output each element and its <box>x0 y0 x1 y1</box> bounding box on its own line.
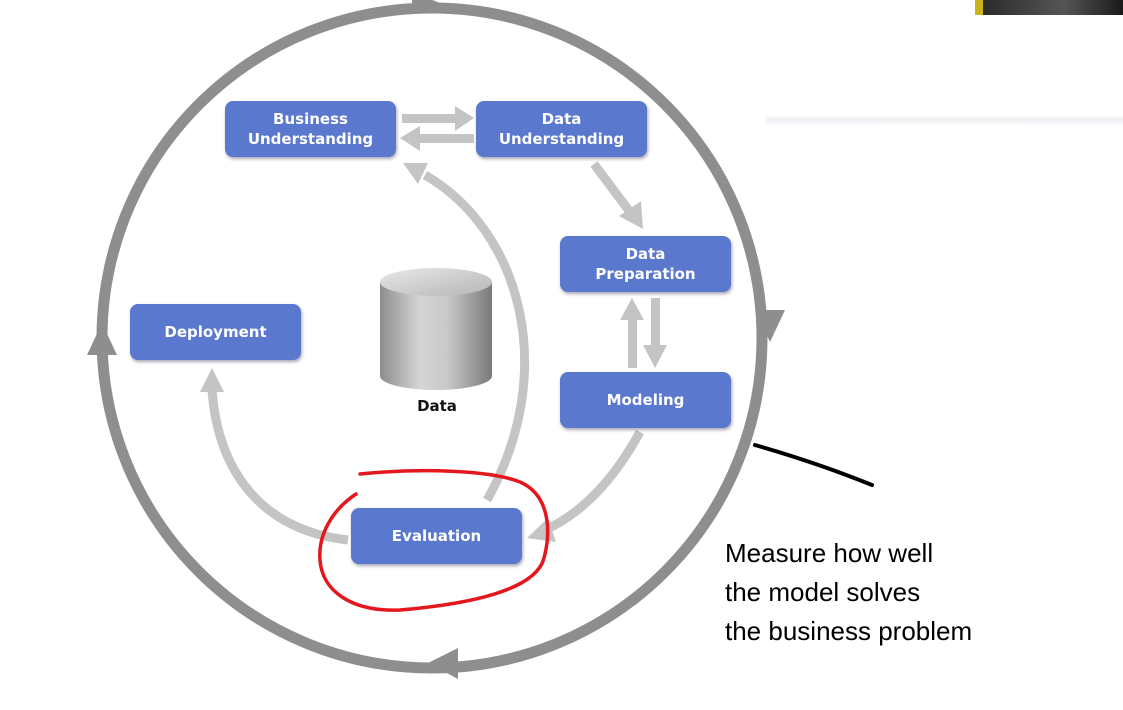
arrow-du-to-dp-icon <box>590 161 643 229</box>
data-store-label: Data <box>417 397 457 415</box>
outer-cycle-ring <box>87 0 785 679</box>
phase-data-preparation-line1: Data <box>625 245 666 263</box>
arrow-dp-to-modeling-icon <box>643 298 667 368</box>
phase-business-understanding-line1: Business <box>273 110 348 128</box>
phase-deployment-label: Deployment <box>164 323 267 341</box>
ring-arrow-left-icon <box>87 323 117 355</box>
phase-modeling[interactable]: Modeling <box>560 372 731 428</box>
annotation-line-1: Measure how well <box>725 538 934 568</box>
phase-business-understanding-line2: Understanding <box>247 130 374 148</box>
phase-data-understanding[interactable]: Data Understanding <box>476 101 647 157</box>
arrow-evaluation-to-bu-icon <box>403 163 529 503</box>
ring-arrow-right-icon <box>755 310 785 342</box>
annotation-line-3: the business problem <box>725 616 973 646</box>
phase-modeling-label: Modeling <box>606 391 685 409</box>
presenter-video-thumbnail <box>975 0 1123 15</box>
arrow-evaluation-to-deployment-icon <box>200 368 349 545</box>
phase-data-preparation-line2: Preparation <box>595 265 696 283</box>
phase-business-understanding[interactable]: Business Understanding <box>225 101 396 157</box>
arrow-modeling-to-dp-icon <box>620 298 644 368</box>
evaluation-highlight-scribble <box>318 468 550 612</box>
phase-evaluation[interactable]: Evaluation <box>351 508 522 564</box>
background-faint-band <box>765 114 1123 126</box>
ring-arrow-top-icon <box>412 0 440 14</box>
arrow-bu-to-du-icon <box>402 106 474 131</box>
phase-data-understanding-line1: Data <box>541 110 582 128</box>
phase-data-understanding-line2: Understanding <box>498 130 625 148</box>
phase-data-preparation[interactable]: Data Preparation <box>560 236 731 292</box>
annotation-line-2: the model solves <box>725 577 921 607</box>
arrow-modeling-to-evaluation-icon <box>527 429 644 542</box>
arrow-du-to-bu-icon <box>400 126 474 151</box>
inner-flow-arrows <box>400 106 667 368</box>
ring-arrow-bottom-icon <box>428 648 458 679</box>
database-cylinder-icon <box>380 268 492 390</box>
annotation-pointer-stroke <box>753 443 874 487</box>
phase-deployment[interactable]: Deployment <box>130 304 301 360</box>
annotation-text: Measure how well the model solves the bu… <box>725 534 972 651</box>
phase-evaluation-label: Evaluation <box>391 527 482 545</box>
